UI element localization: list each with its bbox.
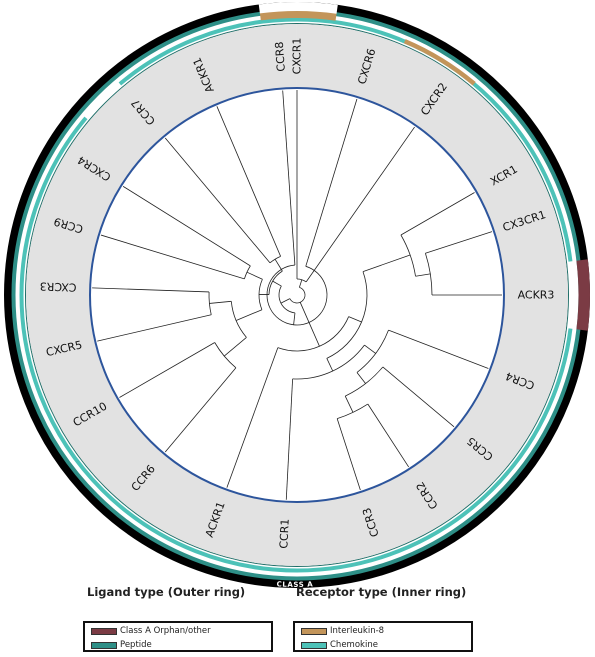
tree-branch bbox=[326, 271, 368, 359]
receptor-label: CCR1 bbox=[277, 518, 292, 549]
ligand-gap-cxcr1 bbox=[258, 1, 338, 14]
tree-branch bbox=[356, 372, 366, 384]
orphan-segment-ackr3 bbox=[576, 259, 590, 331]
tree-branch bbox=[425, 231, 493, 254]
tree-branch bbox=[235, 309, 263, 321]
tree-branch bbox=[344, 395, 354, 413]
tree-branch bbox=[388, 329, 489, 369]
inner-circle bbox=[89, 87, 505, 503]
tree-branch bbox=[299, 302, 320, 347]
receptor-label: CXCR1 bbox=[291, 38, 304, 75]
tree-branch bbox=[400, 192, 475, 236]
receptor-legend-box: Interleukin-8 Chemokine bbox=[293, 621, 473, 652]
interleukin8-segment-cxcr1 bbox=[259, 8, 337, 21]
receptor-label: ACKR3 bbox=[518, 289, 555, 302]
interleukin8-segment-cxcr2 bbox=[403, 39, 476, 86]
tree-branch bbox=[119, 342, 215, 398]
interleukin-label: Interleukin-8 bbox=[330, 626, 385, 636]
ligand-legend-title: Ligand type (Outer ring) bbox=[87, 585, 246, 599]
tree-branch bbox=[280, 298, 291, 304]
tree-branch bbox=[277, 316, 350, 352]
tree-branch bbox=[289, 286, 306, 304]
tree-branch bbox=[272, 280, 282, 287]
receptor-gap-ackr3 bbox=[567, 260, 578, 330]
ring-separator bbox=[25, 23, 569, 567]
ligand-legend-box: Class A Orphan/other Peptide bbox=[83, 621, 273, 652]
legend-item-interleukin: Interleukin-8 bbox=[301, 625, 471, 637]
tree-branch bbox=[336, 418, 361, 491]
legend-item-orphan: Class A Orphan/other bbox=[91, 625, 271, 637]
tree-branch bbox=[348, 316, 362, 323]
tree-branch bbox=[305, 126, 415, 283]
tree-branch bbox=[92, 287, 210, 293]
receptor-legend-title: Receptor type (Inner ring) bbox=[296, 585, 467, 599]
tree-branch bbox=[223, 337, 247, 357]
tree-branch bbox=[299, 279, 303, 288]
tree-branch bbox=[382, 366, 455, 428]
tree-branch bbox=[226, 347, 279, 488]
receptor-label: CXCR3 bbox=[40, 280, 77, 294]
tree-branch bbox=[164, 137, 271, 264]
tree-branch bbox=[278, 285, 296, 314]
tree-branch bbox=[244, 265, 251, 280]
legend-item-chemokine: Chemokine bbox=[301, 639, 471, 651]
tree-branch bbox=[367, 403, 409, 468]
class-a-label-text: CLASS A bbox=[276, 580, 313, 589]
tree-branch bbox=[362, 254, 411, 273]
interleukin-swatch bbox=[301, 627, 327, 635]
tree-branch bbox=[97, 314, 212, 342]
tree-branch bbox=[208, 291, 212, 315]
peptide-swatch bbox=[91, 641, 117, 649]
tree-branch bbox=[293, 312, 296, 325]
chemokine-swatch bbox=[301, 641, 327, 649]
tree-branch bbox=[326, 358, 334, 372]
tree-branches bbox=[92, 90, 502, 500]
tree-branch bbox=[100, 234, 245, 280]
peptide-label: Peptide bbox=[120, 640, 152, 650]
tree-branch bbox=[285, 378, 294, 500]
receptor-rings bbox=[4, 1, 590, 588]
chemokine-label: Chemokine bbox=[330, 640, 378, 650]
receptor-gap-ackr1 bbox=[81, 79, 122, 120]
orphan-label: Class A Orphan/other bbox=[120, 626, 211, 636]
tree-branch bbox=[246, 271, 263, 280]
tree-branch bbox=[209, 300, 232, 304]
tree-branch bbox=[305, 98, 358, 267]
tree-branch bbox=[364, 344, 376, 354]
legend-item-peptide: Peptide bbox=[91, 639, 271, 651]
tree-branch bbox=[415, 273, 431, 277]
tree-branch bbox=[164, 367, 237, 453]
class-a-label: CLASS A bbox=[276, 580, 313, 589]
tree-branch bbox=[122, 186, 251, 267]
receptor-label: CCR8 bbox=[273, 41, 288, 72]
tree-branch bbox=[216, 106, 281, 257]
tree-branch bbox=[345, 366, 384, 397]
orphan-swatch bbox=[91, 627, 117, 635]
tree-branch bbox=[282, 90, 296, 266]
